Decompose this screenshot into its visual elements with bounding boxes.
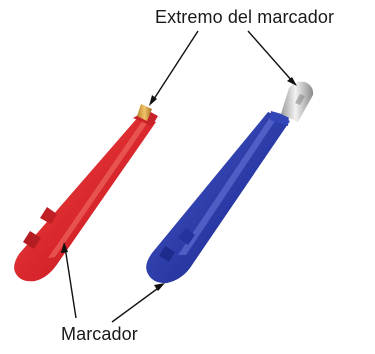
red-marker-icon <box>14 104 158 282</box>
blue-marker-icon <box>146 81 314 284</box>
tip-label: Extremo del marcador <box>155 7 335 27</box>
leader-arrows <box>61 30 297 323</box>
marker-label: Marcador <box>61 324 138 344</box>
